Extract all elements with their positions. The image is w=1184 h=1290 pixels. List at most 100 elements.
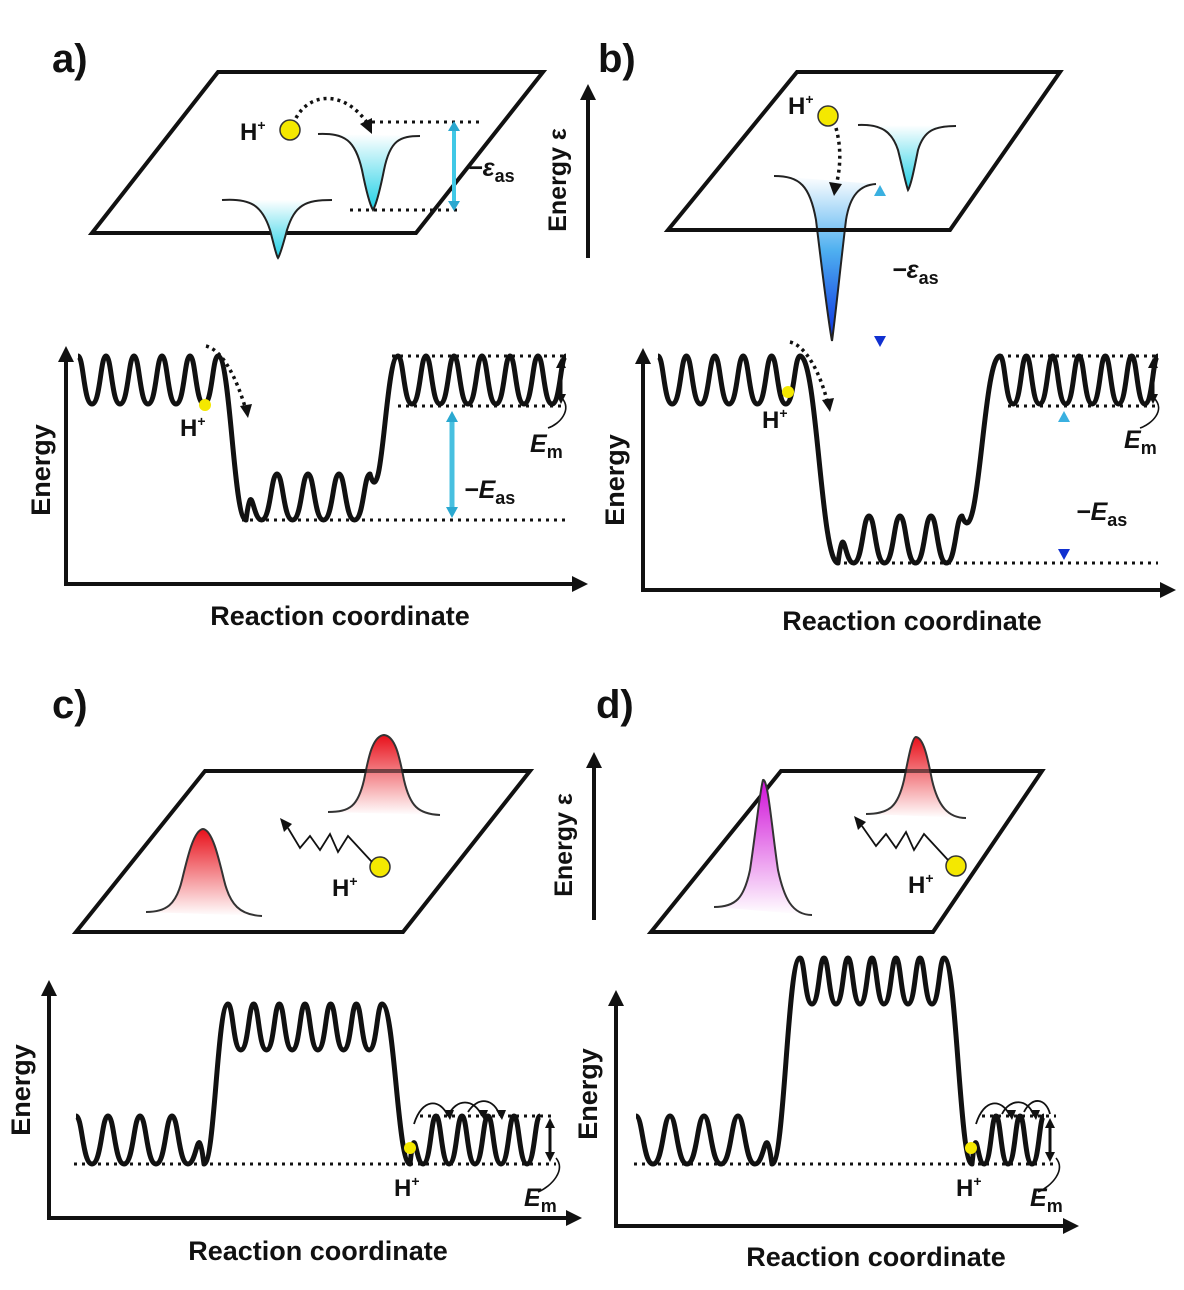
repulsive-peak-outline — [865, 735, 967, 819]
escape-arrow — [861, 825, 949, 861]
panel-label: c) — [52, 683, 88, 727]
epsilon-as-label: −εas — [892, 256, 939, 288]
arrow-head-icon — [1058, 549, 1070, 560]
arrow-head-icon — [41, 980, 57, 996]
proton-icon — [965, 1142, 977, 1154]
x-axis-label: Reaction coordinate — [782, 606, 1042, 636]
proton-label: H+ — [240, 117, 266, 146]
arrow-head-icon — [448, 121, 460, 211]
em-label: Em — [530, 430, 563, 462]
repulsive-peak-outline — [145, 827, 263, 917]
arrow-head-icon — [586, 752, 602, 768]
arrow-head-icon — [854, 816, 866, 830]
proton-icon — [279, 119, 301, 141]
energy-epsilon-label: Energy ε — [550, 793, 578, 897]
surface-plane — [646, 769, 1046, 934]
arrow-head-icon — [1063, 1218, 1079, 1234]
arrow-head-icon — [446, 411, 458, 518]
panel-b: b) −εas H+ Energy — [598, 37, 1176, 636]
proton-icon — [404, 1142, 416, 1154]
potential-curve — [655, 353, 1161, 566]
potential-well-deep — [774, 176, 876, 341]
epsilon-as-label: −εas — [468, 154, 515, 186]
potential-well-outline — [317, 132, 421, 212]
surface-plane — [663, 70, 1064, 232]
proton-icon — [817, 105, 839, 127]
energy-profile: Energy Reaction coordinate Em −Eas H+ — [600, 340, 1176, 636]
potential-well-outline — [773, 175, 877, 342]
arrow-head-icon — [360, 118, 372, 134]
proton-label: H+ — [956, 1173, 982, 1202]
repulsive-peak-outline — [327, 733, 441, 816]
energy-surface: −εas H+ — [87, 70, 548, 260]
energy-surface: H+ — [646, 735, 1046, 934]
energy-surface: H+ — [71, 733, 535, 934]
arrow-head-icon — [822, 398, 834, 412]
arrow-head-icon — [874, 185, 886, 196]
arrow-head-icon — [58, 346, 74, 362]
potential-well — [858, 124, 956, 190]
proton-label: H+ — [332, 873, 358, 902]
y-axis-label: Energy — [573, 1048, 603, 1140]
panel-a: a) −εas H+ — [26, 37, 588, 631]
panel-label: d) — [596, 683, 634, 727]
repulsive-peak — [328, 735, 440, 815]
surface-plane — [71, 769, 535, 934]
arrow-head-icon — [1058, 411, 1070, 422]
eas-label: −Eas — [1076, 498, 1127, 530]
panel-c: c) H+ Energy Reaction coordinate — [6, 683, 582, 1266]
proton-label: H+ — [762, 405, 788, 434]
potential-well-outline — [221, 198, 333, 260]
x-axis-label: Reaction coordinate — [188, 1236, 448, 1266]
em-label: Em — [1030, 1184, 1063, 1216]
y-axis-label: Energy — [26, 424, 56, 516]
arrow-head-icon — [545, 1118, 555, 1162]
y-axis-label: Energy — [600, 434, 630, 526]
repulsive-peak — [146, 829, 262, 916]
arrow-head-icon — [1045, 1118, 1055, 1162]
arrow-head-icon — [1160, 582, 1176, 598]
hop-arrow — [834, 127, 842, 187]
x-axis-label: Reaction coordinate — [746, 1242, 1006, 1272]
arrow-head-icon — [608, 990, 624, 1006]
eas-label: −Eas — [464, 476, 515, 508]
arrow-head-icon — [1148, 358, 1158, 404]
energy-profile: Energy Reaction coordinate Em −Eas H+ — [26, 344, 588, 631]
energy-epsilon-label: Energy ε — [544, 128, 572, 232]
proton-label: H+ — [180, 413, 206, 442]
repulsive-peak-outline — [713, 778, 813, 916]
panel-label: a) — [52, 37, 88, 81]
potential-well-outline — [857, 123, 957, 193]
panel-label: b) — [598, 37, 636, 81]
energy-profile: Energy Reaction coordinate Em H+ — [6, 980, 582, 1266]
hop-arc — [1023, 1100, 1051, 1115]
proton-label: H+ — [908, 870, 934, 899]
surface-plane — [87, 70, 548, 235]
arrow-head-icon — [1006, 1110, 1040, 1120]
arrow-head-icon — [829, 182, 842, 196]
potential-curve — [633, 955, 1047, 1167]
arrow-head-icon — [566, 1210, 582, 1226]
repulsive-peak-strong — [714, 779, 812, 915]
em-label: Em — [1124, 426, 1157, 458]
em-pointer — [1037, 1157, 1061, 1193]
em-label: Em — [524, 1184, 557, 1216]
potential-well — [222, 199, 332, 258]
energy-epsilon-axis: Energy ε — [550, 752, 602, 920]
potential-curve — [73, 1001, 543, 1167]
em-pointer — [1139, 397, 1160, 429]
arrow-head-icon — [874, 336, 886, 347]
energy-surface: −εas H+ — [663, 70, 1064, 347]
potential-well — [318, 133, 420, 210]
arrow-head-icon — [240, 404, 252, 418]
arrow-head-icon — [444, 1110, 506, 1120]
proton-label: H+ — [394, 1173, 420, 1202]
proton-icon — [199, 399, 211, 411]
hop-arrow — [789, 340, 830, 405]
escape-arrow — [287, 827, 373, 863]
x-axis-label: Reaction coordinate — [210, 601, 470, 631]
arrow-head-icon — [635, 348, 651, 364]
repulsive-peak — [866, 737, 966, 818]
proton-icon — [369, 856, 391, 878]
